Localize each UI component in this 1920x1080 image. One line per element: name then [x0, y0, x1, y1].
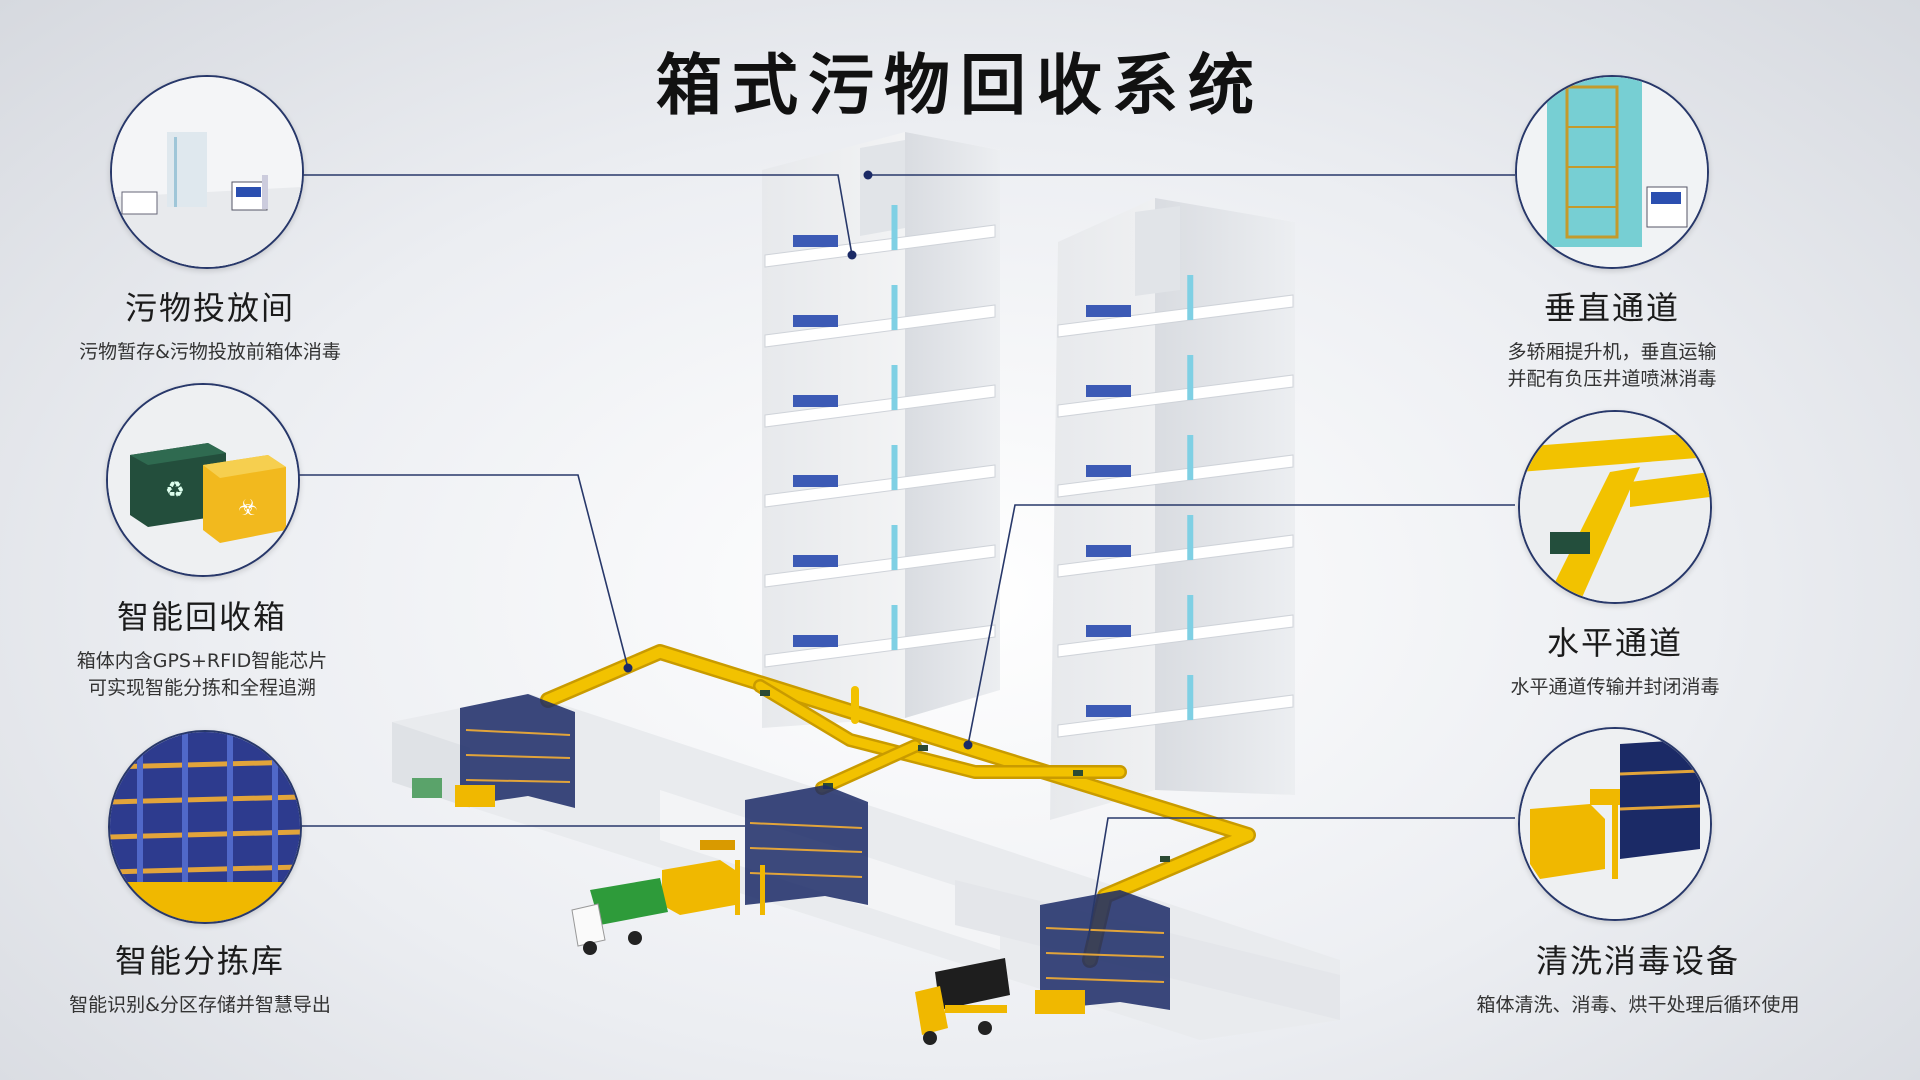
sorting-warehouse-image — [108, 730, 302, 924]
leader-lines — [296, 174, 1515, 941]
elevator-shaft-segment — [1187, 675, 1194, 720]
smart-box-row — [1086, 705, 1131, 717]
elevator-shaft-segment — [891, 365, 898, 410]
feature-name: 清洗消毒设备 — [1535, 942, 1740, 980]
feature-smart-box: 智能回收箱 箱体内含GPS+RFID智能芯片 可实现智能分拣和全程追溯 — [0, 592, 412, 702]
loading-machine-center — [662, 840, 765, 915]
disposal-room-image — [110, 75, 304, 269]
smart-box-row — [1086, 465, 1131, 477]
floor-slab — [764, 464, 996, 508]
truck-yellow — [915, 958, 1010, 1045]
feature-sorting-warehouse: 智能分拣库 智能识别&分区存储并智慧导出 — [0, 936, 410, 1019]
feature-horizontal-channel: 水平通道 水平通道传输并封闭消毒 — [1405, 618, 1825, 701]
smart-box-image: ♻ ☣ — [106, 383, 300, 577]
elevator-shaft-segment — [1187, 515, 1194, 560]
conveyor-boxes — [760, 690, 1170, 862]
feature-desc: 水平通道传输并封闭消毒 — [1510, 676, 1720, 698]
smart-box-row — [793, 395, 838, 407]
elevator-shaft-segment — [1187, 435, 1194, 480]
floor-slab — [1057, 614, 1294, 658]
floor-slab — [1057, 454, 1294, 498]
svg-text:♻: ♻ — [165, 478, 185, 503]
smart-box-row — [1086, 385, 1131, 397]
smart-box-row — [793, 475, 838, 487]
feature-desc: 污物暂存&污物投放前箱体消毒 — [79, 341, 341, 363]
floor-slab — [764, 384, 996, 428]
elevator-shaft-segment — [891, 205, 898, 250]
feature-desc-line1: 多轿厢提升机，垂直运输 — [1507, 341, 1717, 363]
truck-green — [571, 878, 668, 955]
floor-slab — [1057, 694, 1294, 738]
horizontal-channel-image — [1518, 410, 1712, 604]
rack-right — [1040, 890, 1170, 1010]
feature-cleaning-equipment: 清洗消毒设备 箱体清洗、消毒、烘干处理后循环使用 — [1418, 936, 1858, 1019]
smart-box-row — [793, 235, 838, 247]
leader-dots — [623, 170, 973, 750]
feature-name: 污物投放间 — [124, 289, 295, 327]
floor-slab — [764, 544, 996, 588]
feature-name: 智能分拣库 — [114, 942, 285, 980]
feature-vertical-channel: 垂直通道 多轿厢提升机，垂直运输 并配有负压井道喷淋消毒 — [1402, 283, 1822, 393]
left-tower-floors — [764, 205, 996, 668]
feature-desc-line2: 并配有负压井道喷淋消毒 — [1507, 368, 1717, 390]
floor-slab — [764, 624, 996, 668]
feature-desc: 智能识别&分区存储并智慧导出 — [69, 994, 331, 1016]
smart-box-row — [793, 635, 838, 647]
feature-name: 水平通道 — [1546, 624, 1683, 662]
vertical-channel-image — [1515, 75, 1709, 269]
smart-box-row — [1086, 625, 1131, 637]
smart-box-row — [793, 555, 838, 567]
elevator-shaft-segment — [891, 605, 898, 650]
floor-slab — [764, 304, 996, 348]
elevator-shaft-segment — [891, 445, 898, 490]
floor-slab — [1057, 294, 1294, 338]
elevator-shaft-segment — [891, 285, 898, 330]
rack-left — [460, 694, 575, 808]
cleaning-equipment-image — [1518, 727, 1712, 921]
feature-desc-line1: 箱体内含GPS+RFID智能芯片 — [76, 650, 328, 672]
feature-name: 智能回收箱 — [116, 598, 287, 636]
loading-machine-left — [412, 778, 495, 807]
right-tower — [1050, 198, 1295, 820]
feature-disposal-room: 污物投放间 污物暂存&污物投放前箱体消毒 — [0, 283, 420, 366]
right-tower-floors — [1057, 275, 1294, 738]
floor-slab — [1057, 534, 1294, 578]
floor-slab — [764, 224, 996, 268]
feature-desc-line2: 可实现智能分拣和全程追溯 — [87, 677, 316, 699]
smart-box-row — [1086, 305, 1131, 317]
floor-slab — [1057, 374, 1294, 418]
smart-box-row — [1086, 545, 1131, 557]
smart-box-row — [793, 315, 838, 327]
elevator-shaft-segment — [891, 525, 898, 570]
svg-text:☣: ☣ — [238, 496, 258, 521]
feature-name: 垂直通道 — [1543, 289, 1680, 327]
elevator-shaft-segment — [1187, 595, 1194, 640]
elevator-shaft-segment — [1187, 275, 1194, 320]
loading-machine-right — [1035, 990, 1085, 1014]
feature-desc: 箱体清洗、消毒、烘干处理后循环使用 — [1476, 994, 1800, 1016]
elevator-shaft-segment — [1187, 355, 1194, 400]
rack-center — [745, 785, 868, 905]
page-title: 箱式污物回收系统 — [656, 46, 1264, 124]
